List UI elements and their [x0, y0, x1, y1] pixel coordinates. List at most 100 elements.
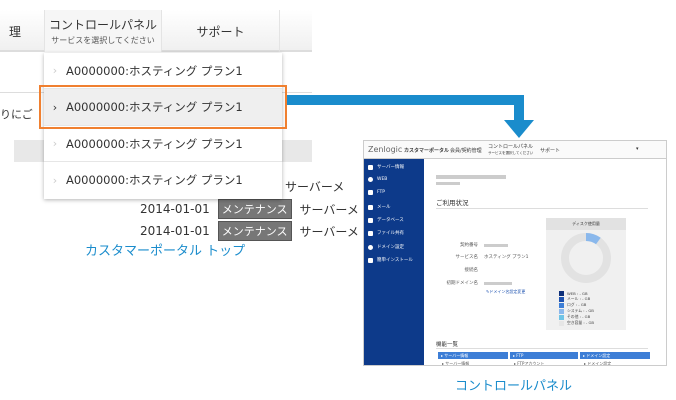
- legend-label: その他 : - GB: [567, 314, 591, 319]
- feature-label: サーバー情報: [444, 353, 469, 358]
- sidebar-item[interactable]: FTP: [368, 190, 385, 195]
- sidebar-item[interactable]: 簡単インストール: [368, 257, 413, 263]
- news-row: 2014-01-01 メンテナンス サーバーメ: [140, 199, 359, 219]
- sidebar-label: FTP: [377, 190, 385, 195]
- nav-control-panel[interactable]: コントロールパネル サービスを選択してください: [44, 10, 162, 52]
- sidebar-label: 簡単インストール: [377, 258, 413, 263]
- disk-donut-chart: [561, 233, 611, 283]
- control-panel-caption: コントロールパネル: [455, 379, 573, 394]
- feature-header[interactable]: ▸ FTP: [510, 352, 578, 359]
- field-value: ホスティング プラン1: [484, 255, 529, 260]
- chevron-right-icon: ›: [52, 137, 58, 150]
- feature-label: ドメイン設定: [586, 353, 611, 358]
- dropdown-item-label: A0000000:ホスティング プラン1: [66, 173, 243, 187]
- chevron-right-icon: ›: [52, 64, 58, 77]
- sidebar-label: ファイル共有: [377, 231, 404, 236]
- legend-label: システム : - GB: [567, 308, 594, 313]
- placeholder: [436, 175, 506, 179]
- legend-item: ログ : - GB: [559, 302, 626, 308]
- news-text[interactable]: サーバーメ: [299, 224, 359, 239]
- dropdown-item-selected[interactable]: ›A0000000:ホスティング プラン1: [44, 89, 282, 126]
- highlight-frame: [39, 85, 287, 129]
- donut-free: [561, 233, 611, 283]
- news-date: 2014-01-01: [140, 224, 210, 238]
- legend-item: WEB : - GB: [559, 290, 626, 296]
- partial-text: りにご: [0, 108, 33, 121]
- legend-label: WEB : - GB: [567, 290, 588, 296]
- feature-link[interactable]: ▸ サーバー情報: [442, 361, 470, 366]
- portal-nav-bar: 理 コントロールパネル サービスを選択してください サポート: [0, 10, 312, 52]
- service-dropdown: › A0000000:ホスティング プラン1 › A0000000:ホスティング プ…: [44, 53, 282, 199]
- nav-label: コントロールパネル: [48, 18, 157, 32]
- sidebar-label: メール: [377, 205, 391, 210]
- news-date: 2014-01-01: [140, 202, 210, 216]
- placeholder: [436, 182, 460, 185]
- dropdown-item[interactable]: ›A0000000:ホスティング プラン1: [44, 162, 282, 198]
- tab-sublabel: サービスを選択してください: [488, 151, 534, 155]
- legend-swatch: [559, 320, 564, 326]
- dropdown-item-label: A0000000:ホスティング プラン1: [66, 63, 243, 78]
- dropdown-item[interactable]: ›A0000000:ホスティング プラン1: [44, 126, 282, 162]
- features-title: 機能一覧: [436, 342, 459, 348]
- database-icon: [368, 217, 373, 223]
- sidebar-label: サーバー情報: [377, 165, 404, 170]
- feature-link-label: サーバー情報: [445, 361, 470, 366]
- legend-swatch: [559, 308, 564, 314]
- mail-icon: [368, 204, 373, 210]
- legend-item: メール : - GB: [559, 296, 626, 302]
- field-value: [484, 244, 508, 247]
- sidebar-item[interactable]: メール: [368, 204, 391, 210]
- news-text[interactable]: サーバーメ: [299, 202, 359, 217]
- feature-header[interactable]: ▸ ドメイン設定: [580, 352, 650, 359]
- nav-support[interactable]: サポート: [162, 10, 280, 52]
- news-row: 2014-01-01 メンテナンス サーバーメ: [140, 221, 359, 241]
- feature-link-label: ドメイン設定: [587, 361, 612, 366]
- tab-control-panel[interactable]: コントロールパネルサービスを選択してください: [488, 143, 534, 156]
- portal-caption: カスタマーポータル トップ: [85, 244, 246, 259]
- feature-link[interactable]: ▸ FTPアカウント: [514, 361, 545, 366]
- feature-label: FTP: [516, 353, 524, 358]
- field-label: 初期ドメイン名: [446, 281, 479, 286]
- field-value: [484, 282, 512, 285]
- dropdown-item[interactable]: › A0000000:ホスティング プラン1: [44, 53, 282, 89]
- server-icon: [368, 164, 373, 170]
- nav-sublabel: サービスを選択してください: [51, 36, 155, 45]
- feature-header[interactable]: ▸ サーバー情報: [438, 352, 508, 359]
- feature-link-label: FTPアカウント: [517, 361, 545, 366]
- user-menu[interactable]: ▾: [636, 146, 639, 152]
- portal-name: カスタマーポータル: [404, 148, 450, 154]
- legend-label: 空き容量 : - GB: [567, 320, 595, 325]
- sidebar-item[interactable]: ファイル共有: [368, 230, 404, 236]
- disk-title: ディスク使用量: [546, 218, 626, 230]
- sidebar-item[interactable]: ドメイン設定: [368, 244, 404, 250]
- nav-label: サポート: [196, 24, 245, 39]
- sidebar-item[interactable]: データベース: [368, 217, 404, 223]
- tab-label: コントロールパネル: [488, 144, 534, 150]
- divider: [436, 348, 648, 349]
- nav-item-partial[interactable]: 理: [0, 10, 30, 52]
- legend-swatch: [559, 314, 564, 320]
- tab-support[interactable]: サポート: [540, 148, 561, 154]
- legend-swatch: [559, 290, 564, 296]
- link-label: ドメイン名設定変更: [489, 289, 526, 294]
- control-panel-screenshot: Zenlogic カスタマーポータル 会員/契約管理 コントロールパネルサービス…: [363, 140, 667, 366]
- sidebar-label: WEB: [377, 177, 388, 182]
- cp-header: Zenlogic カスタマーポータル 会員/契約管理 コントロールパネルサービス…: [364, 141, 666, 159]
- tab-membership[interactable]: 会員/契約管理: [450, 148, 482, 154]
- cp-sidebar: サーバー情報 WEB FTP メール データベース ファイル共有 ドメイン設定 …: [364, 159, 424, 365]
- globe-icon: [368, 244, 373, 250]
- sidebar-item[interactable]: サーバー情報: [368, 164, 404, 170]
- ftp-icon: [368, 190, 373, 195]
- section-title: ご利用状況: [436, 199, 469, 207]
- domain-settings-link[interactable]: ✎ドメイン名設定変更: [486, 289, 526, 294]
- legend-swatch: [559, 302, 564, 308]
- divider: [436, 208, 648, 209]
- legend-label: メール : - GB: [567, 296, 591, 301]
- feature-link[interactable]: ▸ ドメイン設定: [584, 361, 612, 366]
- legend-swatch: [559, 296, 564, 302]
- sidebar-item[interactable]: WEB: [368, 177, 387, 182]
- nav-label: 理: [8, 24, 21, 39]
- legend-label: ログ : - GB: [567, 302, 587, 307]
- legend-item: 空き容量 : - GB: [559, 320, 626, 326]
- news-text: サーバーメ: [285, 180, 345, 194]
